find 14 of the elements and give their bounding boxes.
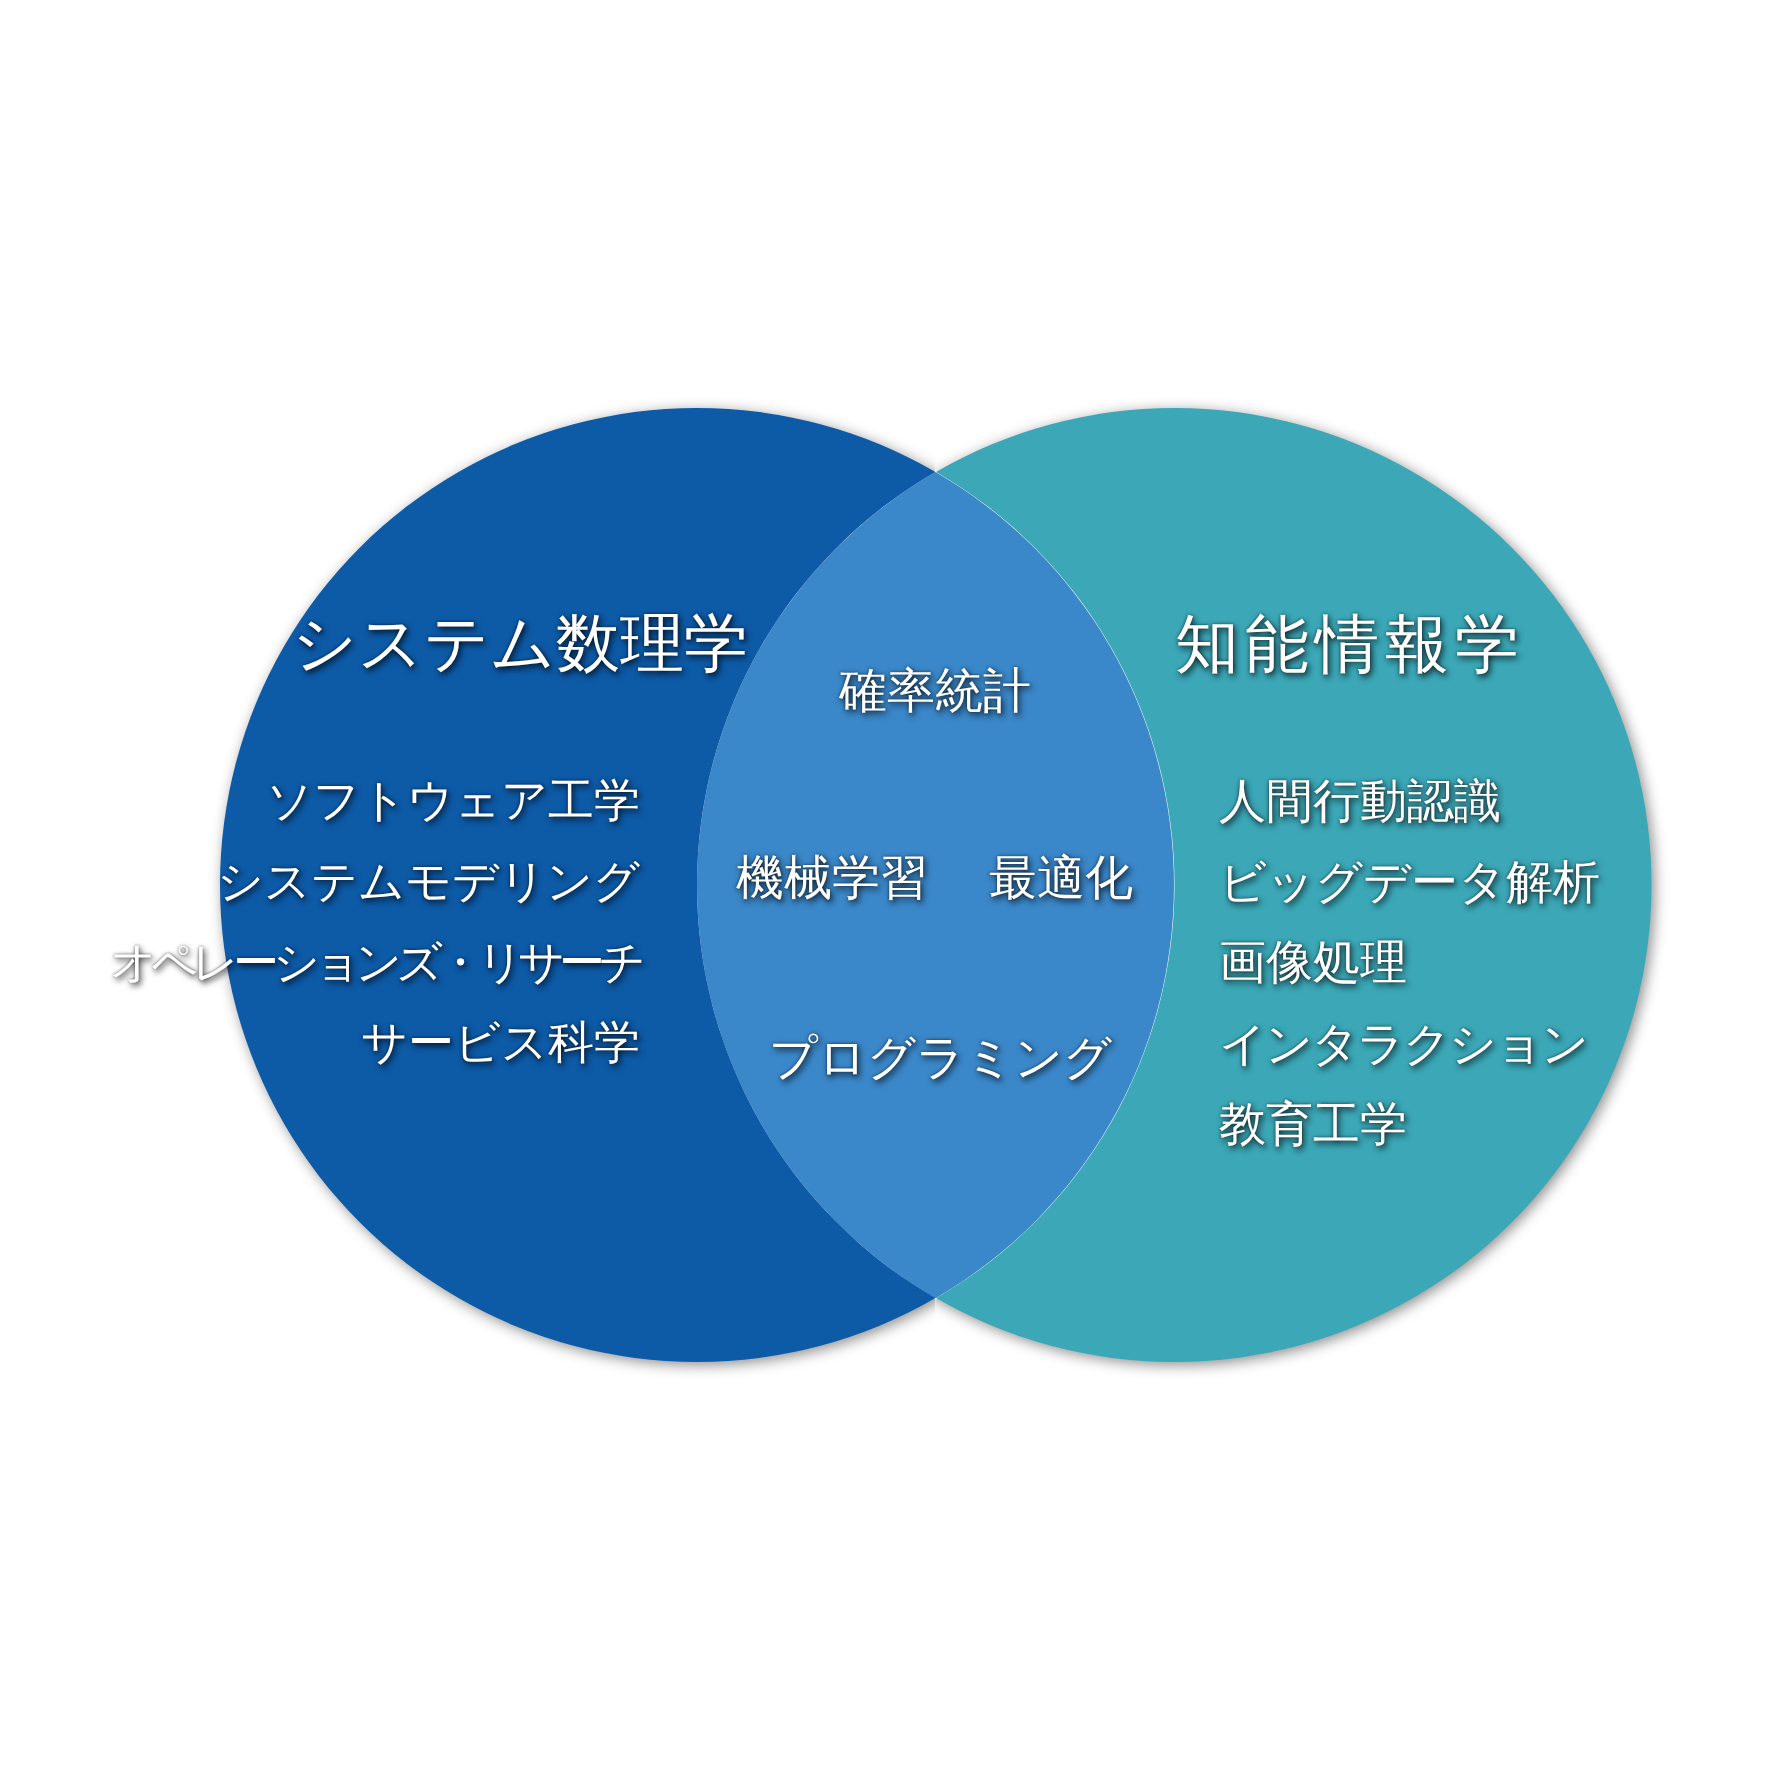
topic-label: サービス科学 — [361, 1015, 640, 1069]
topic-label: インタラクション — [1219, 1017, 1587, 1071]
topic-label: ビッグデータ解析 — [1219, 855, 1600, 909]
topic-label: 人間行動認識 — [1219, 774, 1501, 828]
topic-label: プログラミング — [768, 1030, 1112, 1086]
topic-label: 最適化 — [989, 850, 1133, 906]
topic-label: 確率統計 — [839, 663, 1031, 719]
topic-label: 教育工学 — [1219, 1097, 1407, 1151]
circle-title: 知能情報学 — [1175, 608, 1525, 682]
circle-title: システム数理学 — [292, 607, 748, 681]
topic-label: システムモデリング — [217, 854, 640, 908]
topic-label: 機械学習 — [736, 850, 928, 906]
topic-label: ソフトウェア工学 — [266, 773, 640, 827]
topic-label: 画像処理 — [1219, 935, 1407, 989]
